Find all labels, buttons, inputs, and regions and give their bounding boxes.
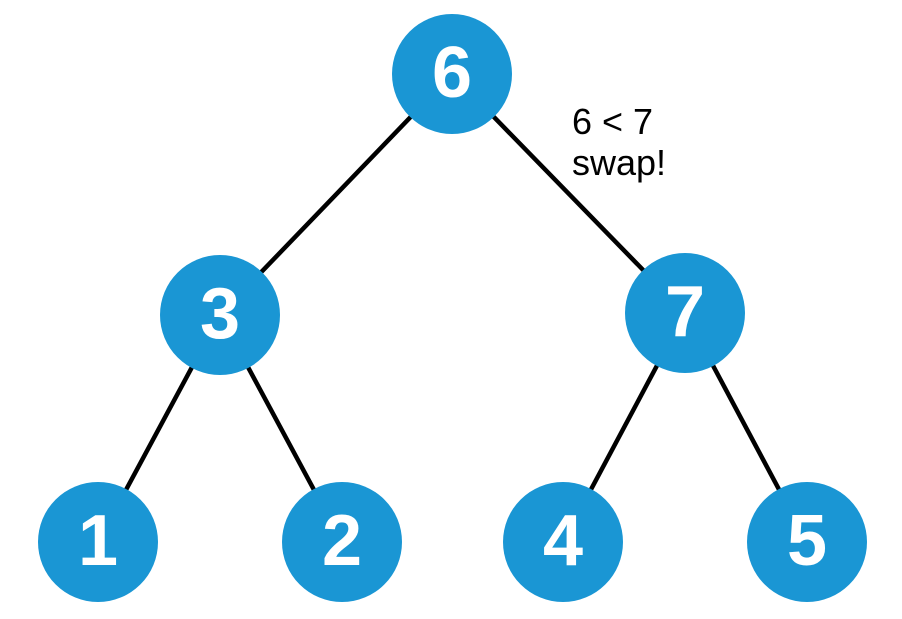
annotation-comparison: 6 < 7 xyxy=(572,101,654,142)
node-label: 7 xyxy=(664,272,706,352)
tree-node-4: 4 xyxy=(503,482,623,602)
tree-node-2: 2 xyxy=(282,482,402,602)
node-label: 4 xyxy=(542,501,584,581)
tree-node-7: 7 xyxy=(625,253,745,373)
node-label: 5 xyxy=(786,501,828,581)
tree-node-5: 5 xyxy=(747,482,867,602)
node-label: 6 xyxy=(431,33,473,113)
swap-annotation: 6 < 7 swap! xyxy=(572,101,666,183)
annotation-action: swap! xyxy=(572,142,667,183)
tree-node-3: 3 xyxy=(160,255,280,375)
tree-node-6: 6 xyxy=(392,14,512,134)
node-label: 1 xyxy=(77,501,119,581)
tree-node-1: 1 xyxy=(38,482,158,602)
node-label: 2 xyxy=(321,501,363,581)
node-label: 3 xyxy=(199,274,241,354)
